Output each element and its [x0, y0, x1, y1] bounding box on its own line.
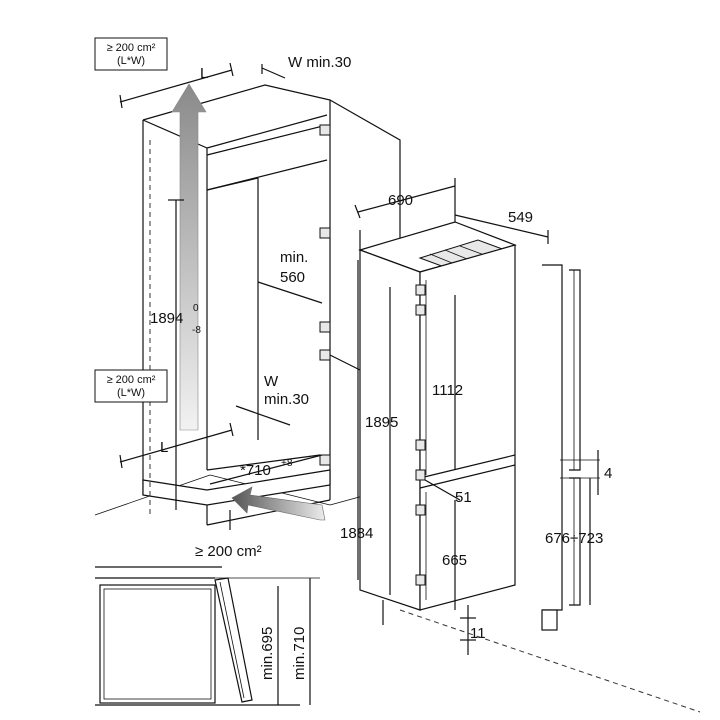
- min710-label: min.710: [291, 627, 308, 680]
- dim-1884-label: 1884: [340, 525, 373, 542]
- dim-665: 665: [442, 500, 467, 610]
- dim-min560: min. 560: [257, 249, 323, 304]
- L-mid-label: L: [160, 439, 168, 456]
- dim-51: 51: [424, 479, 472, 506]
- dim-1894-label: 1894: [150, 310, 183, 327]
- min695-label: min.695: [259, 627, 276, 680]
- W-mid-line1: W: [264, 373, 279, 390]
- airflow-in-arrow: [231, 486, 326, 521]
- detail-closeup: min.695 min.710: [95, 566, 320, 706]
- dim-710-label: *710: [240, 462, 271, 479]
- W-mid-line2: min.30: [264, 391, 309, 408]
- hinge-icons: [319, 124, 331, 466]
- airflow-up-arrow: [171, 83, 207, 431]
- air-box-mid-line2: (L*W): [117, 387, 145, 399]
- dim-690: 690: [354, 185, 456, 219]
- dim-W-mid: W min.30: [235, 373, 309, 426]
- air-box-top-line1: ≥ 200 cm²: [107, 42, 156, 54]
- dim-L-mid: L: [119, 422, 234, 469]
- dim-676-723-label: 676÷723: [545, 530, 603, 547]
- L-top-label: L: [200, 65, 208, 82]
- dim-676-723: 676÷723: [545, 478, 603, 605]
- door-profile: [541, 264, 600, 631]
- min560-line2: 560: [280, 269, 305, 286]
- dim-1112-label: 1112: [432, 382, 463, 399]
- dim-4: 4: [597, 450, 612, 495]
- dim-1895: 1895: [365, 287, 398, 595]
- air-opening-box-mid: ≥ 200 cm² (L*W): [94, 369, 168, 403]
- dim-1895-label: 1895: [365, 414, 398, 431]
- W-top-label: W min.30: [288, 54, 351, 71]
- cabinet-niche: [94, 84, 441, 526]
- dim-690-label: 690: [388, 192, 413, 209]
- dim-11-label: 11: [470, 625, 486, 642]
- air-opening-box-top: ≥ 200 cm² (L*W): [94, 37, 168, 71]
- dim-51-label: 51: [455, 489, 472, 506]
- dim-665-label: 665: [442, 552, 467, 569]
- min560-line1: min.: [280, 249, 308, 266]
- dim-11: 11: [460, 605, 486, 655]
- dim-549-label: 549: [508, 209, 533, 226]
- dim-549: 549: [454, 209, 549, 244]
- dim-1112: 1112: [432, 295, 463, 470]
- air-box-top-line2: (L*W): [117, 55, 145, 67]
- dim-1894-sup: 0: [193, 303, 199, 314]
- floor-dash: [399, 609, 701, 713]
- air-bottom-note: ≥ 200 cm²: [195, 510, 262, 560]
- dim-710: *710 +8: [209, 454, 323, 485]
- dim-1894-sub: -8: [192, 325, 201, 336]
- dim-1894: 1894 0 -8: [150, 199, 201, 510]
- appliance-hinge-icons: [415, 284, 426, 586]
- dim-1884: 1884: [340, 260, 384, 625]
- dim-L-top: L: [119, 62, 234, 109]
- dim-710-sup: +8: [281, 458, 293, 469]
- air-box-mid-line1: ≥ 200 cm²: [107, 374, 156, 386]
- dim-4-label: 4: [604, 465, 612, 482]
- air-bottom-label: ≥ 200 cm²: [195, 543, 262, 560]
- dim-W-top: W min.30: [261, 54, 351, 79]
